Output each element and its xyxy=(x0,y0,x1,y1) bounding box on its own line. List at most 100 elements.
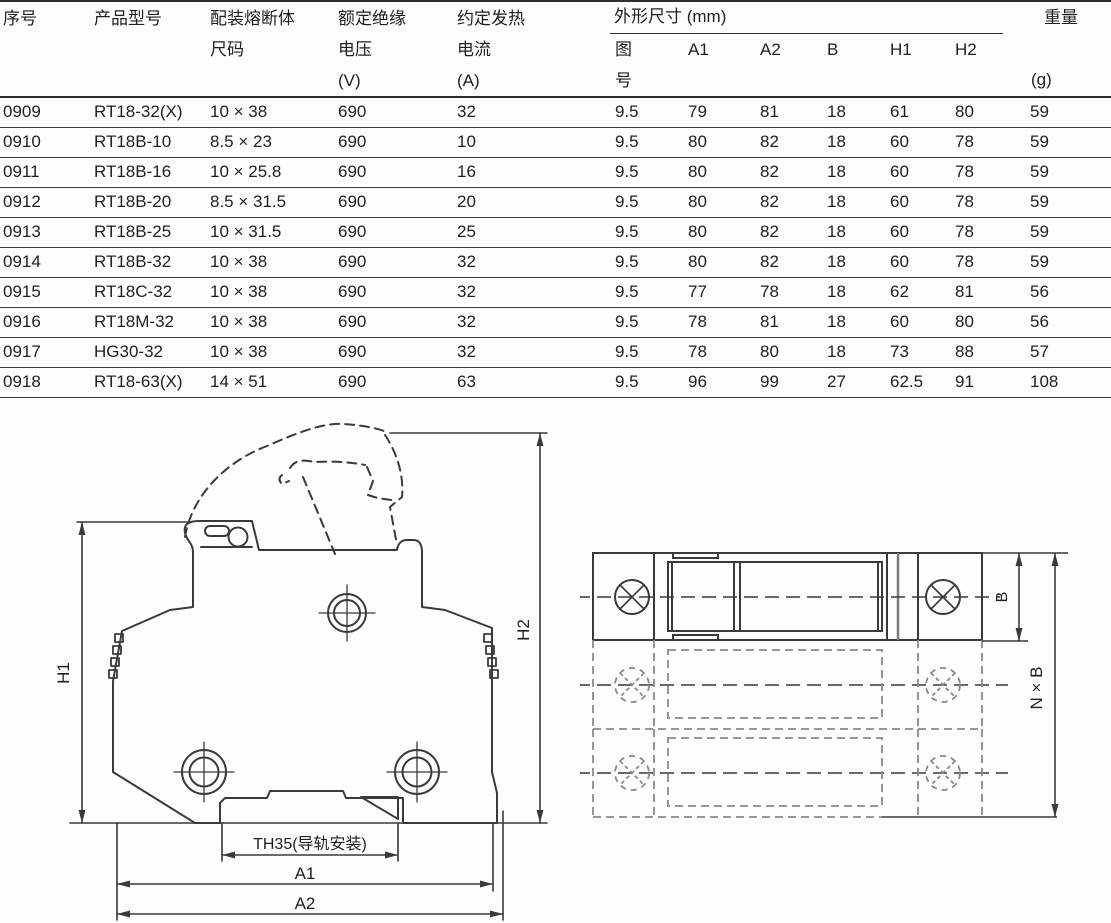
table-cell: 9.5 xyxy=(615,252,639,271)
table-cell: 18 xyxy=(827,312,846,331)
table-cell: 62 xyxy=(890,282,909,301)
table-cell: 10 × 25.8 xyxy=(210,162,282,181)
table-cell: 0913 xyxy=(3,222,41,241)
table-cell: 80 xyxy=(688,222,707,241)
table-cell: 9.5 xyxy=(615,312,639,331)
table-cell: 9.5 xyxy=(615,162,639,181)
table-cell: 10 × 38 xyxy=(210,282,268,301)
table-cell: 16 xyxy=(457,162,476,181)
table-cell: 59 xyxy=(1030,192,1049,211)
table-cell: 10 × 38 xyxy=(210,312,268,331)
table-cell: 690 xyxy=(338,372,367,391)
table-cell: 32 xyxy=(457,342,476,361)
table-cell: 18 xyxy=(827,282,846,301)
vent-slits-right xyxy=(483,633,499,679)
table-cell: 10 × 38 xyxy=(210,252,268,271)
table-cell: 9.5 xyxy=(615,102,639,121)
table-cell: 78 xyxy=(955,192,974,211)
table-cell: 10 × 38 xyxy=(210,102,268,121)
hinge-circle xyxy=(227,526,249,548)
label-n-x-b: N × B xyxy=(1027,667,1046,710)
table-cell: 25 xyxy=(457,222,476,241)
header-weight: 重量 (g) xyxy=(1025,2,1111,96)
table-cell: 62.5 xyxy=(890,372,924,391)
table-cell: 82 xyxy=(760,162,779,181)
table-cell: 690 xyxy=(338,282,367,301)
table-cell: 690 xyxy=(338,192,367,211)
table-cell: 57 xyxy=(1030,342,1049,361)
table-cell: 20 xyxy=(457,192,476,211)
table-cell: 78 xyxy=(955,132,974,151)
table-cell: RT18M-32 xyxy=(94,312,174,331)
table-cell: 80 xyxy=(688,252,707,271)
table-cell: 59 xyxy=(1030,162,1049,181)
table-cell: 690 xyxy=(338,252,367,271)
table-cell: 60 xyxy=(890,222,909,241)
label-h1: H1 xyxy=(55,662,73,684)
table-cell: 8.5 × 23 xyxy=(210,132,272,151)
table-cell: HG30-32 xyxy=(94,342,163,361)
header-fuse-size: 配装熔断体 尺码 xyxy=(210,9,295,59)
table-cell: 78 xyxy=(955,162,974,181)
table-cell: 10 × 31.5 xyxy=(210,222,282,241)
header-dimensions-subrow: 图 号 A1 A2 B H1 H2 xyxy=(610,34,1025,96)
table-cell: RT18B-10 xyxy=(94,132,172,151)
table-cell: 690 xyxy=(338,132,367,151)
table-cell: 79 xyxy=(688,102,707,121)
table-cell: 96 xyxy=(688,372,707,391)
table-cell: RT18-32(X) xyxy=(94,102,183,121)
table-cell: 81 xyxy=(760,102,779,121)
header-dimensions-group: 外形尺寸 (mm) 图 号 A1 A2 B H1 H2 xyxy=(610,2,1025,96)
header-model: 产品型号 xyxy=(94,9,162,28)
table-cell: 9.5 xyxy=(615,222,639,241)
table-cell: RT18B-20 xyxy=(94,192,172,211)
table-cell: 60 xyxy=(890,252,909,271)
table-cell: RT18-63(X) xyxy=(94,372,183,391)
screw-symbol-top xyxy=(318,584,376,642)
table-cell: 80 xyxy=(688,162,707,181)
table-cell: 32 xyxy=(457,252,476,271)
table-cell: 60 xyxy=(890,192,909,211)
table-cell: 78 xyxy=(688,342,707,361)
table-cell: 78 xyxy=(760,282,779,301)
fuse-holder-body-outline xyxy=(112,520,498,824)
table-cell: 0917 xyxy=(3,342,41,361)
header-weight-label: 重量 xyxy=(1044,8,1078,27)
table-cell: 80 xyxy=(955,102,974,121)
table-cell: 59 xyxy=(1030,102,1049,121)
table-cell: 80 xyxy=(688,192,707,211)
table-cell: 0918 xyxy=(3,372,41,391)
table-cell: RT18C-32 xyxy=(94,282,173,301)
table-cell: 88 xyxy=(955,342,974,361)
table-cell: 78 xyxy=(955,252,974,271)
table-cell: 690 xyxy=(338,312,367,331)
arrowheads xyxy=(78,433,544,918)
table-cell: 32 xyxy=(457,312,476,331)
header-serial: 序号 xyxy=(3,9,37,28)
spec-table: 序号 产品型号 配装熔断体 尺码 额定绝缘 电压 (V) 约定发热 电流 (A)… xyxy=(0,0,1111,398)
table-cell: 18 xyxy=(827,132,846,151)
table-cell: 60 xyxy=(890,162,909,181)
header-weight-unit: (g) xyxy=(1031,70,1052,89)
table-cell: 80 xyxy=(688,132,707,151)
table-cell: RT18B-16 xyxy=(94,162,172,181)
table-cell: 82 xyxy=(760,192,779,211)
table-cell: 9.5 xyxy=(615,282,639,301)
table-cell: 60 xyxy=(890,132,909,151)
table-header-row: 序号 产品型号 配装熔断体 尺码 额定绝缘 电压 (V) 约定发热 电流 (A)… xyxy=(0,2,1111,98)
table-cell: 60 xyxy=(890,312,909,331)
table-cell: 18 xyxy=(827,342,846,361)
screw-symbol-bottom-left xyxy=(173,741,235,803)
table-cell: 690 xyxy=(338,102,367,121)
table-cell: 690 xyxy=(338,222,367,241)
table-cell: 82 xyxy=(760,222,779,241)
table-cell: 690 xyxy=(338,162,367,181)
table-cell: 73 xyxy=(890,342,909,361)
table-cell: 59 xyxy=(1030,132,1049,151)
table-cell: 0915 xyxy=(3,282,41,301)
table-cell: 91 xyxy=(955,372,974,391)
